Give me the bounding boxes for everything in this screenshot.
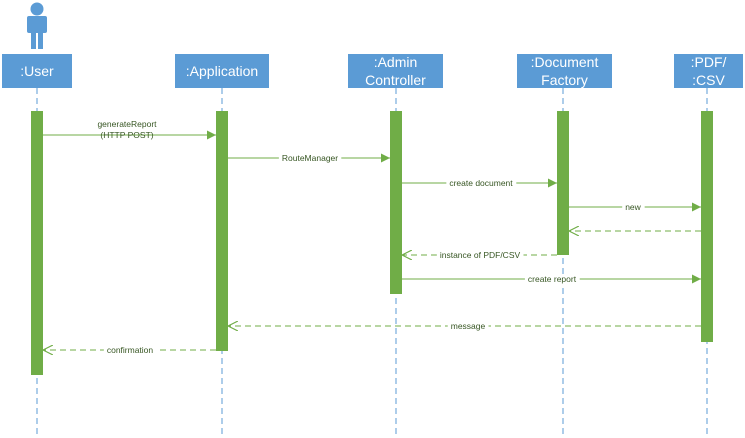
lifeline-label: :User: [20, 63, 54, 79]
activation-bar-pdf-csv: [701, 111, 713, 342]
message-label: confirmation: [107, 345, 154, 355]
message-label-background: [524, 274, 580, 284]
message-label-background: [103, 345, 157, 355]
lifeline-header-application: :Application: [175, 54, 269, 88]
message-label: message: [451, 321, 486, 331]
message-label: instance of PDF/CSV: [440, 250, 521, 260]
lifeline-label: :PDF/ :CSV: [690, 54, 727, 88]
message-label: RouteManager: [282, 153, 338, 163]
message-label-background: [278, 153, 342, 163]
lifeline-header-admin-controller: :Admin Controller: [348, 54, 443, 88]
lifeline-header-pdf-csv: :PDF/ :CSV: [674, 54, 743, 88]
lifeline-label: :Application: [185, 63, 259, 79]
message-label: new: [625, 202, 641, 212]
message-label-background: [446, 178, 517, 188]
message-label: create report: [528, 274, 577, 284]
activation-bar-application: [216, 111, 228, 351]
stick-person-icon: [27, 2, 47, 49]
message-label: generateReport(HTTP POST): [97, 119, 157, 140]
lifeline-header-document-factory: :Document Factory: [517, 54, 612, 88]
message-label: create document: [449, 178, 513, 188]
lifeline-label: :Document Factory: [530, 54, 599, 88]
message-label-background: [436, 250, 524, 260]
activation-bar-user: [31, 111, 43, 375]
activation-bar-admin-controller: [390, 111, 402, 294]
lifeline-header-user: :User: [2, 54, 72, 88]
message-label-background: [622, 202, 645, 212]
activation-bar-document-factory: [557, 111, 569, 255]
lifeline-label: :Admin Controller: [365, 54, 426, 88]
message-label-background: [447, 321, 489, 331]
